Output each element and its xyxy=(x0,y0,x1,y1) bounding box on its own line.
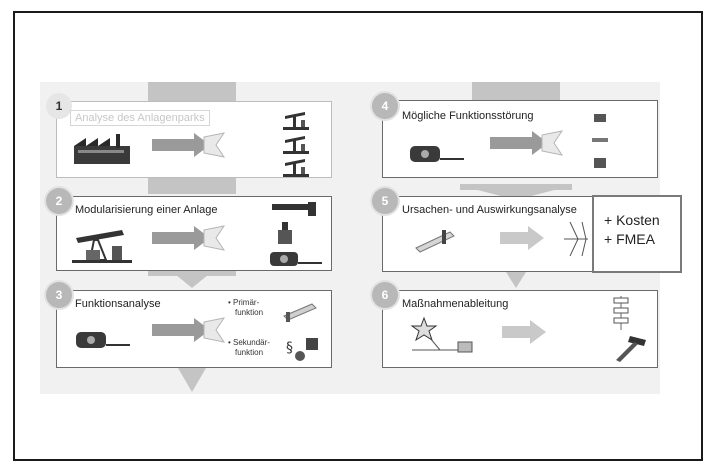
callout-line-fmea: + FMEA xyxy=(604,231,655,247)
process-arrow-1 xyxy=(152,132,226,158)
callout-box: + Kosten + FMEA xyxy=(592,195,682,273)
flow-arrow-left-2 xyxy=(170,270,214,288)
component-parts-icons xyxy=(592,114,608,168)
flow-arrow-left-end xyxy=(178,368,206,392)
secondary-function-icons: § xyxy=(286,338,318,361)
callout-line-costs: + Kosten xyxy=(604,212,660,228)
process-arrow-5 xyxy=(500,226,544,250)
step-4-number: 4 xyxy=(372,93,398,119)
pump-jack-icon-1 xyxy=(283,112,309,130)
pipe-part-icon-5 xyxy=(415,230,455,253)
step-1-title: Analyse des Anlagenparks xyxy=(70,110,210,126)
pump-jack-icon-large xyxy=(72,230,132,263)
pump-jack-icon-3 xyxy=(283,159,309,177)
motor-icon-4 xyxy=(410,146,464,162)
step-4-title: Mögliche Funktionsstörung xyxy=(402,110,534,122)
flow-band-right-top xyxy=(472,82,560,102)
flow-arrow-right-2 xyxy=(506,272,526,288)
fishbone-diagram-icon-5 xyxy=(564,221,588,257)
process-arrow-2 xyxy=(152,225,226,251)
pipe-part-icon-3 xyxy=(283,303,317,322)
step-3-number: 3 xyxy=(46,282,72,308)
step-2-number: 2 xyxy=(46,188,72,214)
process-arrow-6 xyxy=(502,320,546,344)
step-5-title: Ursachen- und Auswirkungsanalyse xyxy=(402,204,577,216)
secondary-function-label-1: • Sekundär- xyxy=(228,338,270,347)
step-5-number: 5 xyxy=(372,188,398,214)
step-1-number: 1 xyxy=(46,93,72,119)
step-3-title: Funktionsanalyse xyxy=(75,298,161,310)
motor-icon-3 xyxy=(76,332,130,348)
fishbone-diagram-icon-6 xyxy=(410,316,473,353)
flow-band-right-1 xyxy=(460,184,572,190)
primary-function-label-1: • Primär- xyxy=(228,298,260,307)
pump-component-icons xyxy=(270,202,322,266)
list-document-icon xyxy=(613,296,629,330)
secondary-function-label-2: funktion xyxy=(235,348,264,357)
process-arrow-3 xyxy=(152,317,226,343)
hammer-icon xyxy=(616,336,646,362)
primary-function-label-2: funktion xyxy=(235,308,264,317)
step-6-title: Maßnahmenableitung xyxy=(402,298,509,310)
flow-band-left-1 xyxy=(148,178,236,194)
svg-text:§: § xyxy=(286,340,293,356)
step-6-number: 6 xyxy=(372,282,398,308)
pump-jack-icon-2 xyxy=(283,136,309,154)
step-2-title: Modularisierung einer Anlage xyxy=(75,204,218,216)
process-arrow-4 xyxy=(490,130,564,156)
factory-icon xyxy=(74,134,130,164)
